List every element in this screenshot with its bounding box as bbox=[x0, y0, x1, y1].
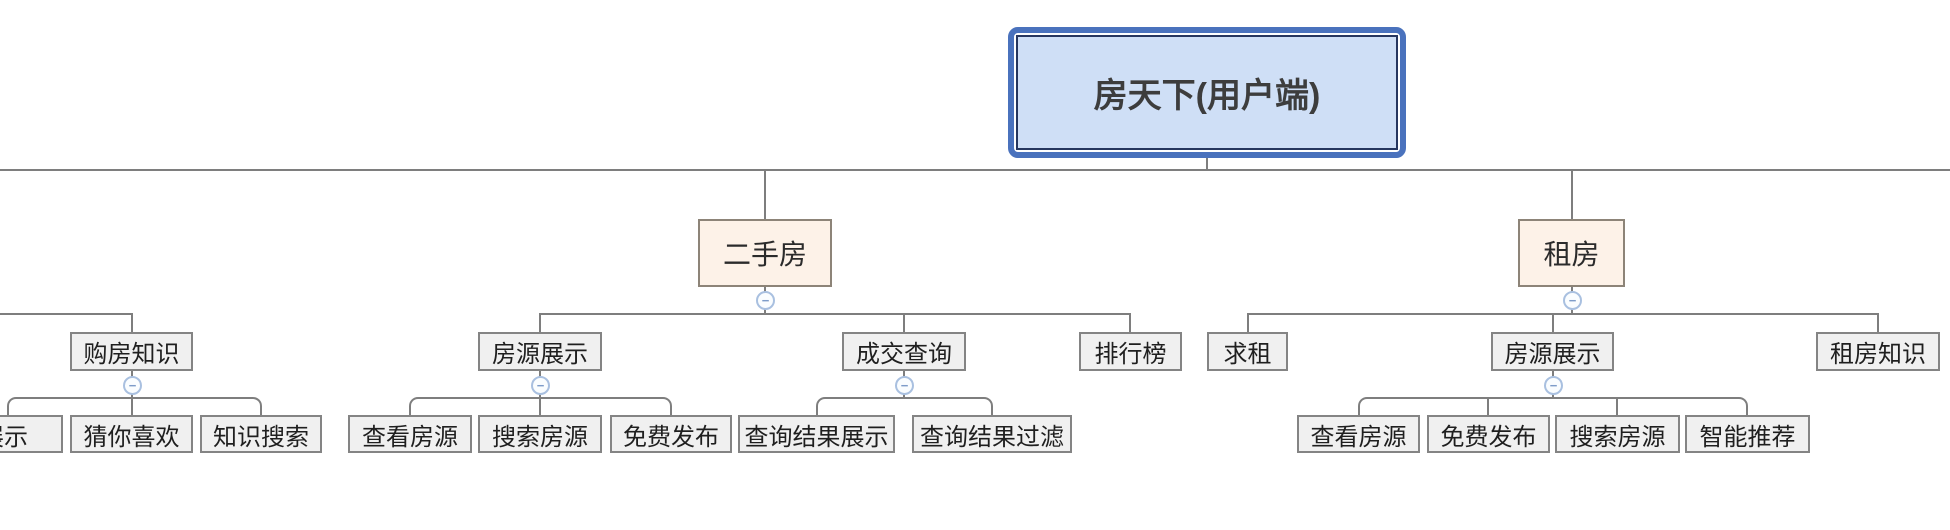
node-label: 查看房源 bbox=[1310, 423, 1407, 451]
connector-line bbox=[1206, 158, 1208, 170]
node-label: 免费发布 bbox=[1440, 423, 1537, 451]
mindmap-node-zufang-zhishi[interactable]: 租房知识 bbox=[1816, 332, 1940, 371]
mindmap-node-qiuzu[interactable]: 求租 bbox=[1207, 332, 1288, 371]
connector-line bbox=[0, 313, 133, 315]
connector-line bbox=[1129, 313, 1131, 333]
mindmap-node-paihangbang[interactable]: 排行榜 bbox=[1079, 332, 1182, 371]
minus-glyph: − bbox=[761, 293, 770, 308]
node-label: 求租 bbox=[1223, 341, 1272, 368]
mindmap-node-mianfei-fabu-esf[interactable]: 免费发布 bbox=[610, 415, 732, 453]
collapse-minus-icon[interactable]: − bbox=[123, 376, 142, 395]
mindmap-node-root[interactable]: 房天下(用户端) bbox=[1008, 27, 1406, 158]
connector-line bbox=[539, 313, 541, 333]
root-node-label: 房天下(用户端) bbox=[1093, 77, 1321, 115]
mindmap-node-fangyuan-zhanshi-esf[interactable]: 房源展示 bbox=[478, 332, 602, 371]
mindmap-node-chaxun-jieguo-guolv[interactable]: 查询结果过滤 bbox=[912, 415, 1072, 453]
node-label: 知识搜索 bbox=[213, 423, 309, 451]
connector-line bbox=[1247, 313, 1249, 333]
node-label: 查询结果过滤 bbox=[920, 423, 1064, 451]
mindmap-node-zufang[interactable]: 租房 bbox=[1518, 219, 1625, 287]
node-label: 智能推荐 bbox=[1699, 423, 1796, 451]
mindmap-node-zhishi-sousuo[interactable]: 知识搜索 bbox=[200, 415, 322, 453]
mindmap-node-fangyuan-zhanshi-zf[interactable]: 房源展示 bbox=[1491, 332, 1614, 371]
mindmap-node-mianfei-fabu-zf[interactable]: 免费发布 bbox=[1427, 415, 1550, 453]
connector-bus bbox=[1358, 397, 1748, 415]
node-label: 成交查询 bbox=[856, 341, 952, 368]
connector-line bbox=[1552, 313, 1554, 333]
collapse-minus-icon[interactable]: − bbox=[531, 376, 550, 395]
connector-line bbox=[1487, 397, 1489, 415]
node-label: 搜索房源 bbox=[1569, 423, 1666, 451]
connector-line bbox=[1616, 397, 1618, 415]
connector-bus bbox=[7, 397, 262, 415]
node-label: 查询结果展示 bbox=[744, 423, 889, 451]
minus-glyph: − bbox=[536, 378, 545, 393]
node-label: 房源展示 bbox=[492, 341, 588, 368]
mindmap-node-sousuo-fangyuan-esf[interactable]: 搜索房源 bbox=[478, 415, 602, 453]
mindmap-node-chengjiao-chaxun[interactable]: 成交查询 bbox=[842, 332, 966, 371]
node-label: 猜你喜欢 bbox=[83, 423, 180, 451]
mindmap-node-chaxun-jieguo-zhanshi[interactable]: 查询结果展示 bbox=[738, 415, 895, 453]
node-label: 购房知识 bbox=[83, 341, 180, 368]
mindmap-node-chakan-fangyuan-zf[interactable]: 查看房源 bbox=[1297, 415, 1420, 453]
connector-line bbox=[131, 397, 133, 415]
node-label: 租房知识 bbox=[1830, 341, 1926, 368]
node-label: 免费发布 bbox=[623, 423, 719, 451]
root-node-inner: 房天下(用户端) bbox=[1016, 35, 1398, 150]
mindmap-node-ershoufang[interactable]: 二手房 bbox=[698, 219, 832, 287]
minus-glyph: − bbox=[1549, 378, 1558, 393]
connector-line bbox=[131, 313, 133, 333]
node-label: 租房 bbox=[1543, 239, 1600, 270]
node-label: 房源展示 bbox=[1504, 341, 1601, 368]
mindmap-node-zhanshi-cutoff[interactable]: 展示 bbox=[0, 415, 63, 453]
connector-bus bbox=[816, 397, 993, 415]
collapse-minus-icon[interactable]: − bbox=[756, 291, 775, 310]
connector-line bbox=[1877, 313, 1879, 333]
node-label: 展示 bbox=[0, 423, 28, 451]
minus-glyph: − bbox=[900, 378, 909, 393]
collapse-minus-icon[interactable]: − bbox=[1544, 376, 1563, 395]
node-label: 搜索房源 bbox=[492, 423, 588, 451]
connector-line bbox=[0, 169, 1950, 171]
collapse-minus-icon[interactable]: − bbox=[1563, 291, 1582, 310]
minus-glyph: − bbox=[128, 378, 137, 393]
connector-bus bbox=[409, 397, 672, 415]
mindmap-node-chakan-fangyuan-esf[interactable]: 查看房源 bbox=[348, 415, 472, 453]
mindmap-node-goufang-zhishi[interactable]: 购房知识 bbox=[70, 332, 193, 371]
connector-line bbox=[764, 169, 766, 219]
mindmap-node-sousuo-fangyuan-zf[interactable]: 搜索房源 bbox=[1555, 415, 1680, 453]
mindmap-node-zhineng-tuijian[interactable]: 智能推荐 bbox=[1685, 415, 1810, 453]
connector-line bbox=[539, 313, 1131, 315]
connector-line bbox=[1247, 313, 1879, 315]
connector-line bbox=[539, 397, 541, 415]
node-label: 排行榜 bbox=[1094, 341, 1167, 368]
node-label: 查看房源 bbox=[362, 423, 458, 451]
connector-line bbox=[903, 313, 905, 333]
node-label: 二手房 bbox=[722, 239, 807, 270]
connector-line bbox=[1571, 169, 1573, 219]
mindmap-node-cainixihuan[interactable]: 猜你喜欢 bbox=[70, 415, 193, 453]
collapse-minus-icon[interactable]: − bbox=[895, 376, 914, 395]
minus-glyph: − bbox=[1568, 293, 1577, 308]
